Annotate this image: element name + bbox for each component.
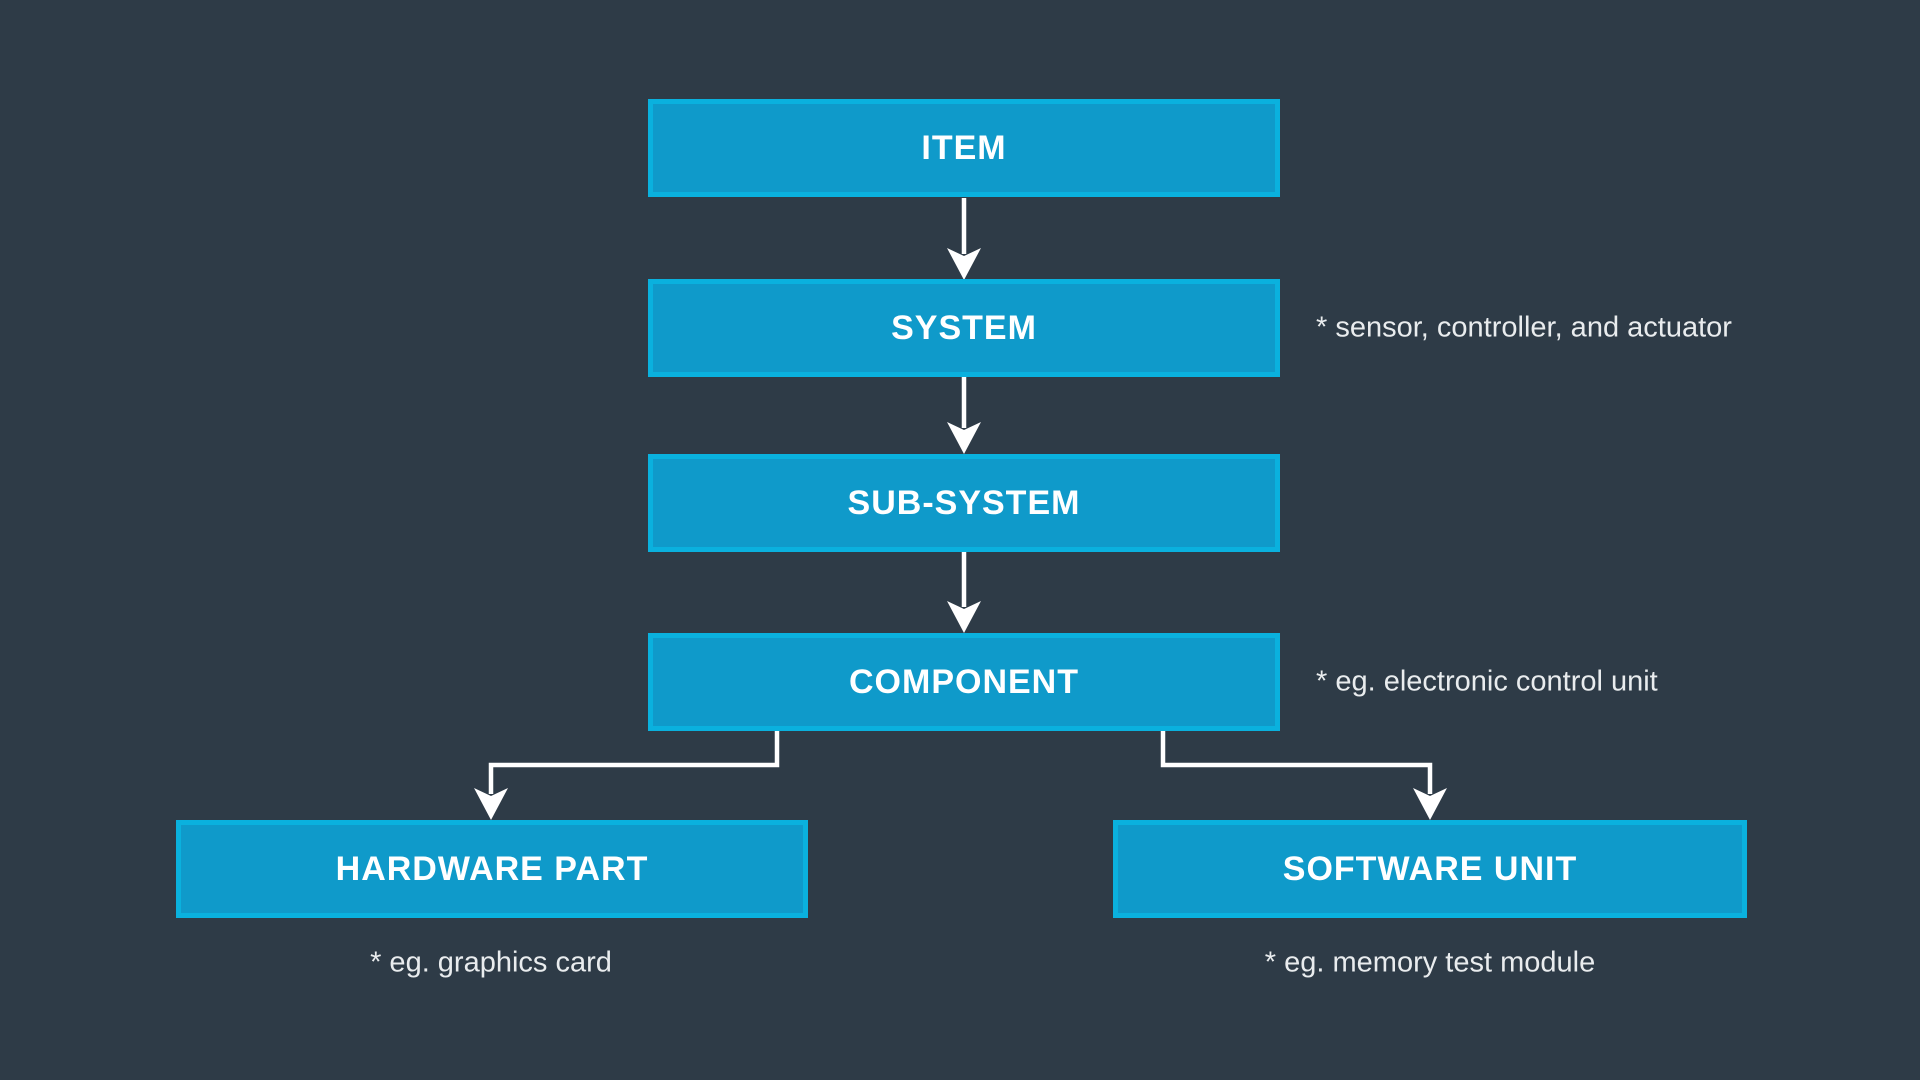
node-system: SYSTEM <box>648 279 1280 377</box>
note-software-unit: * eg. memory test module <box>1264 946 1596 979</box>
note-hardware-part: * eg. graphics card <box>370 946 612 979</box>
node-subsystem-label: SUB-SYSTEM <box>847 483 1081 522</box>
arrow-item-to-system <box>947 198 981 280</box>
node-software-unit-label: SOFTWARE UNIT <box>1282 849 1578 888</box>
node-component-label: COMPONENT <box>849 662 1079 701</box>
node-software-unit: SOFTWARE UNIT <box>1113 820 1747 918</box>
arrow-component-to-software <box>1160 731 1447 820</box>
note-component: * eg. electronic control unit <box>1316 665 1658 698</box>
node-subsystem: SUB-SYSTEM <box>648 454 1280 552</box>
arrow-system-to-subsystem <box>947 377 981 454</box>
node-item: ITEM <box>648 99 1280 197</box>
node-hardware-part: HARDWARE PART <box>176 820 808 918</box>
note-system: * sensor, controller, and actuator <box>1316 311 1732 344</box>
node-item-label: ITEM <box>921 128 1007 167</box>
node-hardware-part-label: HARDWARE PART <box>335 849 649 888</box>
arrow-subsystem-to-component <box>947 552 981 633</box>
node-component: COMPONENT <box>648 633 1280 731</box>
node-system-label: SYSTEM <box>891 308 1037 347</box>
arrow-component-to-hardware <box>474 731 780 820</box>
